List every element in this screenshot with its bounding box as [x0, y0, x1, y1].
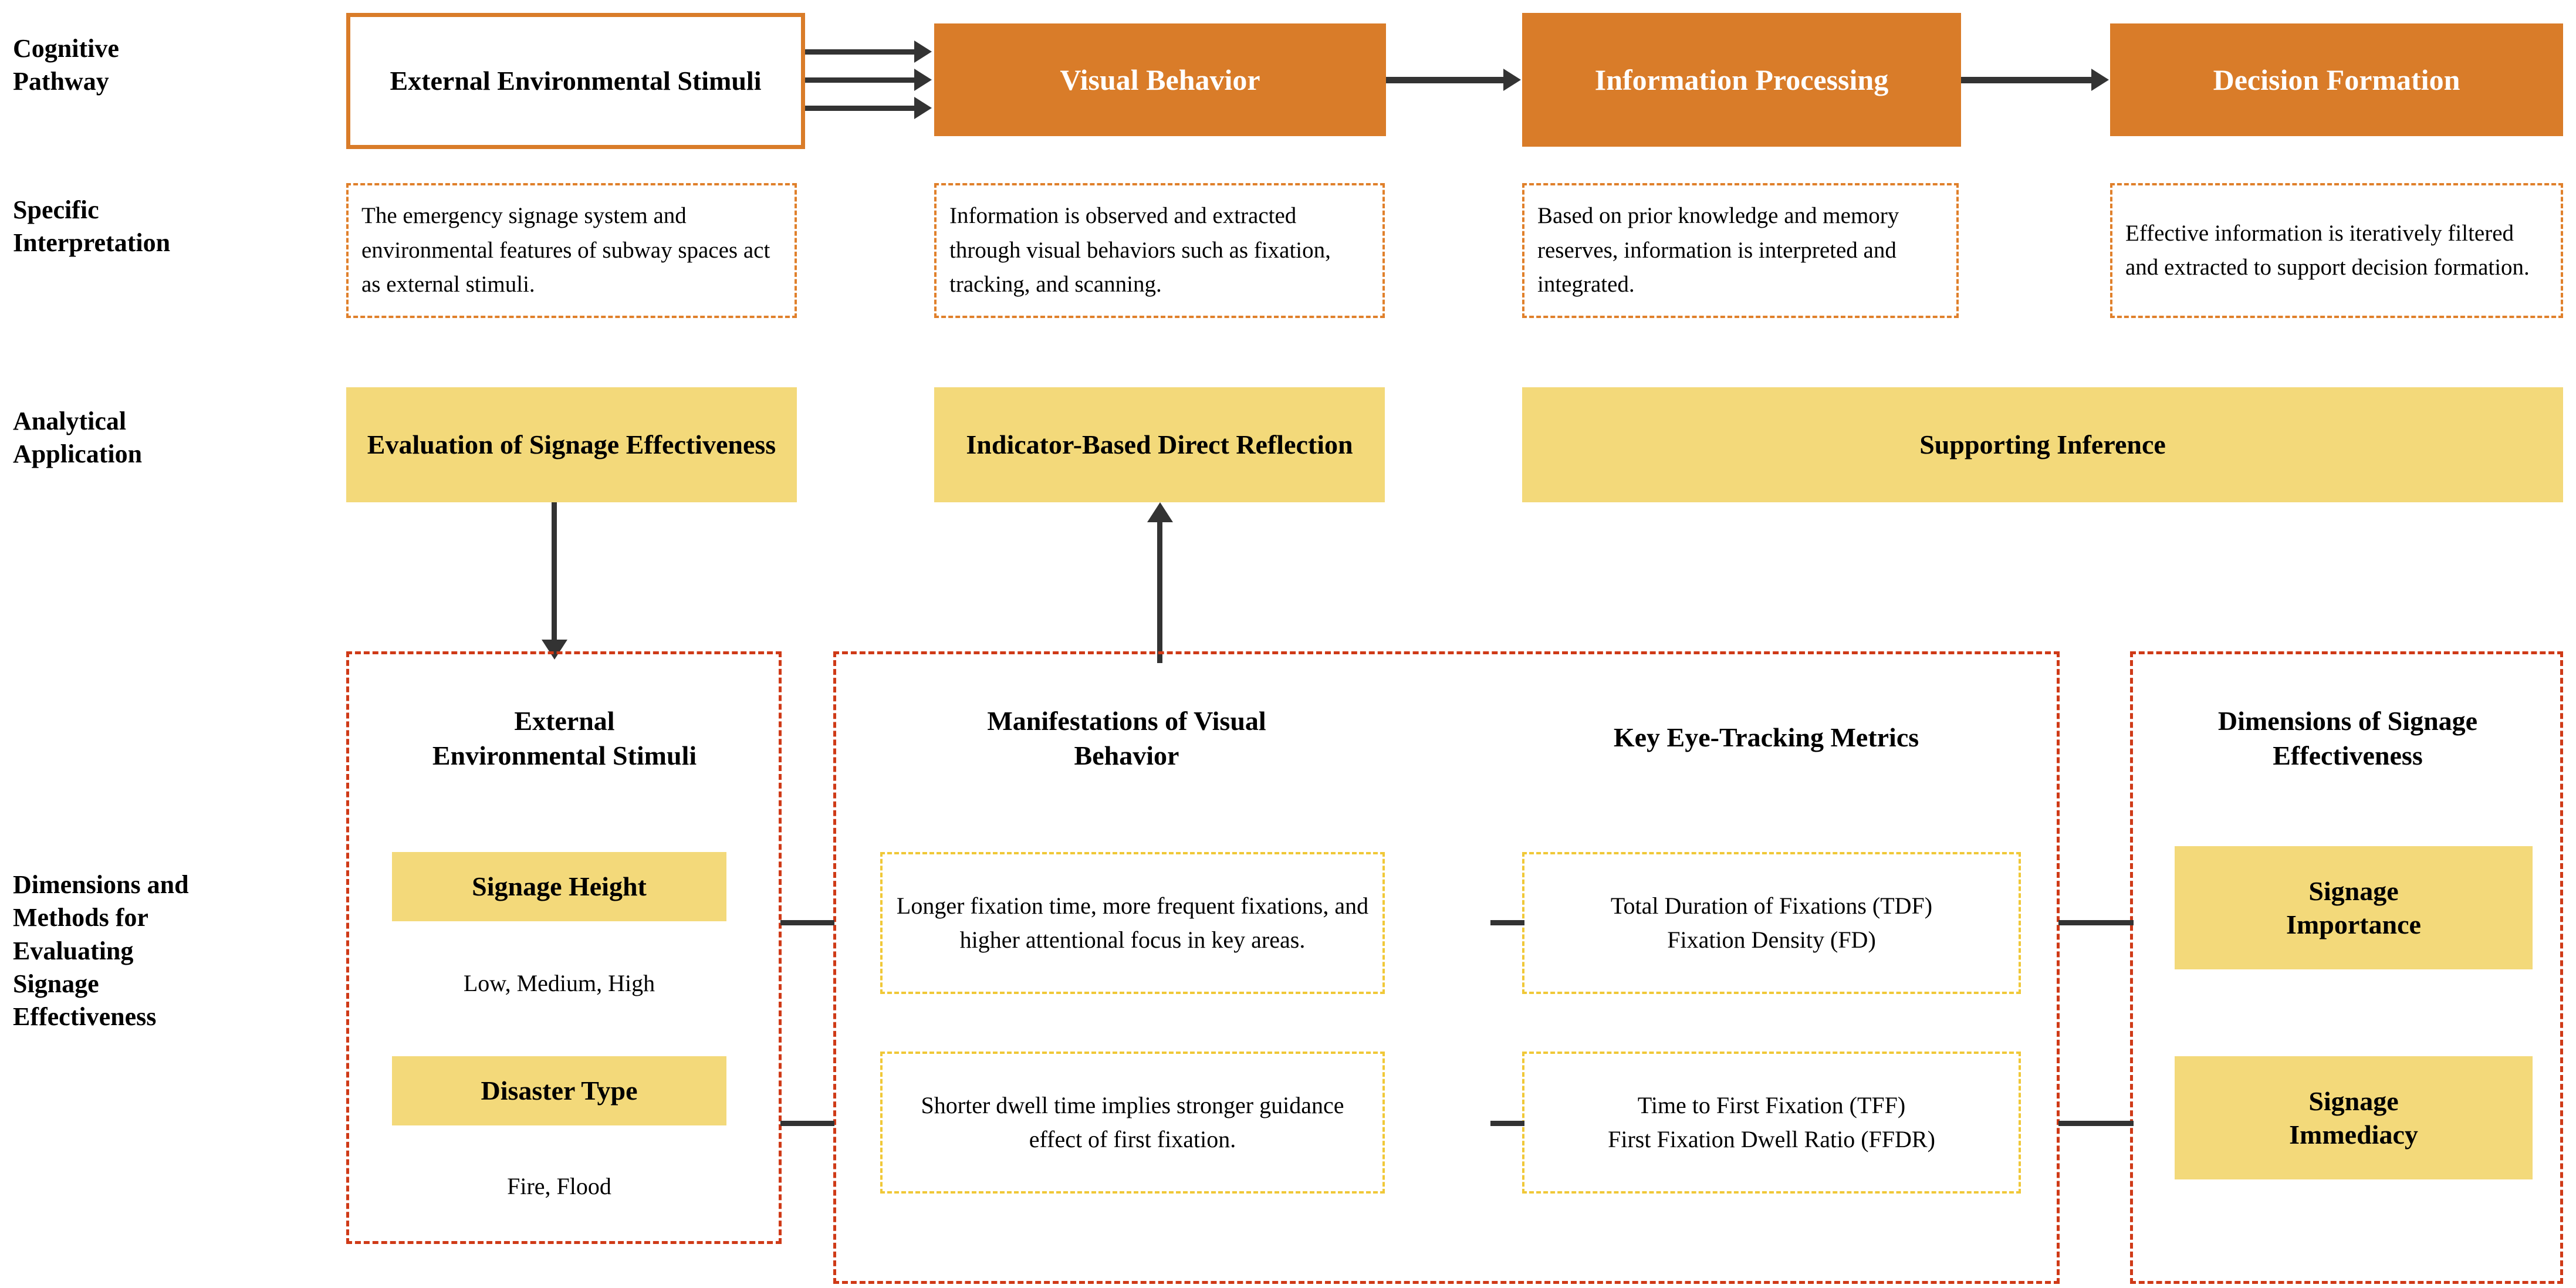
dimension-box-signage-importance[interactable]: Signage Importance — [2175, 846, 2533, 969]
application-box-evaluation-of-signage-effectiveness[interactable]: Evaluation of Signage Effectiveness — [346, 387, 797, 502]
connector-behavior-panel-to-indicator — [1157, 522, 1162, 663]
interpretation-box-stimuli: The emergency signage system and environ… — [346, 183, 797, 318]
pathway-box-information-processing[interactable]: Information Processing — [1522, 13, 1961, 147]
panel-dimensions-of-signage-effectiveness — [2130, 651, 2563, 1284]
connector-stimuli-to-behavior-note-1 — [780, 920, 834, 925]
metrics-note-tff-ffdr: Time to First Fixation (TFF) First Fixat… — [1522, 1052, 2021, 1194]
dimension-box-signage-immediacy[interactable]: Signage Immediacy — [2175, 1056, 2533, 1179]
interpretation-box-decision-formation: Effective information is iteratively fil… — [2110, 183, 2563, 318]
connector-evaluation-to-stimuli-panel — [552, 502, 557, 648]
row-label-dimensions-methods: Dimensions and Methods for Evaluating Si… — [13, 870, 189, 1032]
connector-behavior-to-processing — [1386, 77, 1503, 83]
pathway-box-decision-formation[interactable]: Decision Formation — [2110, 23, 2563, 136]
behavior-note-dwell-time: Shorter dwell time implies stronger guid… — [880, 1052, 1385, 1194]
factor-values-signage-height: Low, Medium, High — [463, 970, 655, 996]
arrowhead-stimuli-to-behavior-1 — [914, 40, 932, 63]
row-label-specific-interpretation: Specific Interpretation — [13, 195, 171, 258]
panel-heading-dimensions-of-signage-effectiveness: Dimensions of Signage Effectiveness — [2217, 706, 2478, 770]
pathway-box-external-environmental-stimuli[interactable]: External Environmental Stimuli — [346, 13, 805, 149]
connector-stimuli-to-behavior-2 — [805, 77, 914, 83]
row-label-analytical-application: Analytical Application — [13, 407, 143, 469]
pathway-box-visual-behavior[interactable]: Visual Behavior — [934, 23, 1386, 136]
metrics-note-tdf-fd: Total Duration of Fixations (TDF) Fixati… — [1522, 852, 2021, 994]
interpretation-box-information-processing: Based on prior knowledge and memory rese… — [1522, 183, 1959, 318]
panel-heading-manifestations-of-visual-behavior: Manifestations of Visual Behavior — [987, 706, 1266, 770]
connector-behavior-to-metrics-2 — [1490, 1121, 1524, 1126]
application-box-supporting-inference[interactable]: Supporting Inference — [1522, 387, 2563, 502]
connector-stimuli-to-behavior-3 — [805, 106, 914, 111]
factor-box-disaster-type[interactable]: Disaster Type — [392, 1056, 726, 1125]
row-label-cognitive-pathway: Cognitive Pathway — [13, 34, 119, 96]
arrowhead-behavior-to-processing — [1503, 69, 1521, 91]
application-box-indicator-based-direct-reflection[interactable]: Indicator-Based Direct Reflection — [934, 387, 1385, 502]
factor-values-disaster-type: Fire, Flood — [507, 1173, 611, 1199]
connector-metrics-to-effectiveness-1 — [2058, 920, 2134, 925]
panel-heading-key-eye-tracking-metrics: Key Eye-Tracking Metrics — [1613, 722, 1919, 752]
interpretation-box-visual-behavior: Information is observed and extracted th… — [934, 183, 1385, 318]
panel-visual-behavior-and-metrics — [833, 651, 2060, 1284]
connector-stimuli-to-behavior-1 — [805, 49, 914, 55]
panel-heading-external-environmental-stimuli: External Environmental Stimuli — [432, 706, 697, 770]
connector-processing-to-decision — [1961, 77, 2091, 83]
arrowhead-behavior-panel-to-indicator — [1147, 502, 1173, 522]
arrowhead-stimuli-to-behavior-2 — [914, 69, 932, 91]
panel-external-environmental-stimuli — [346, 651, 782, 1244]
factor-box-signage-height[interactable]: Signage Height — [392, 852, 726, 921]
arrowhead-processing-to-decision — [2091, 69, 2109, 91]
connector-stimuli-to-behavior-note-2 — [780, 1121, 834, 1126]
connector-metrics-to-effectiveness-2 — [2058, 1121, 2134, 1126]
behavior-note-fixation: Longer fixation time, more frequent fixa… — [880, 852, 1385, 994]
arrowhead-stimuli-to-behavior-3 — [914, 97, 932, 119]
connector-behavior-to-metrics-1 — [1490, 920, 1524, 925]
arrowhead-evaluation-to-stimuli-panel — [542, 640, 567, 660]
